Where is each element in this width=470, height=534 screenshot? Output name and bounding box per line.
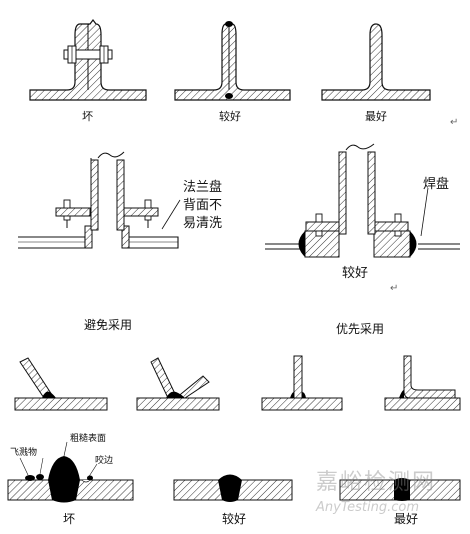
label-rough-surface: 粗糙表面 — [70, 434, 107, 444]
t-section-bolted — [29, 19, 147, 101]
butt-weld-better — [173, 474, 293, 502]
watermark-cn: 嘉峪检测网 — [316, 470, 437, 495]
t-section-solid — [321, 23, 431, 101]
weld-bead — [225, 93, 233, 99]
label-avoid: 避免采用 — [84, 318, 133, 332]
butt-weld-bad — [7, 441, 134, 503]
label-flange: 法兰盘 — [183, 180, 223, 195]
label-row4-bad: 坏 — [63, 512, 76, 526]
joint-vertical-prefer — [261, 355, 343, 411]
label-flange-back: 背面不 — [183, 198, 223, 213]
label-row2-better: 较好 — [342, 266, 369, 281]
weld-bead — [225, 21, 233, 27]
label-weld-disc: 焊盘 — [423, 177, 450, 192]
joint-angled-avoid-1 — [14, 357, 108, 411]
paragraph-mark: ↵ — [450, 117, 459, 128]
label-row4-better: 较好 — [222, 512, 247, 526]
flange-assembly-welded — [265, 143, 460, 258]
joint-angled-avoid-2 — [136, 357, 220, 411]
label-undercut: 咬边 — [95, 456, 114, 466]
paragraph-mark: ↵ — [390, 283, 399, 294]
label-flange-clean: 易清洗 — [183, 216, 223, 231]
flange-assembly-bolted — [18, 151, 181, 249]
joint-bent-prefer — [384, 355, 461, 411]
label-row4-best: 最好 — [394, 512, 419, 526]
label-prefer: 优先采用 — [336, 322, 385, 336]
label-spatter: 飞溅物 — [10, 448, 38, 458]
butt-weld-best — [339, 478, 461, 501]
watermark-en: AnyTesting.com — [316, 500, 420, 515]
t-section-welded — [174, 21, 291, 101]
label-row1-bad: 坏 — [82, 110, 93, 123]
label-row1-better: 较好 — [219, 110, 241, 123]
label-row1-best: 最好 — [365, 110, 387, 123]
